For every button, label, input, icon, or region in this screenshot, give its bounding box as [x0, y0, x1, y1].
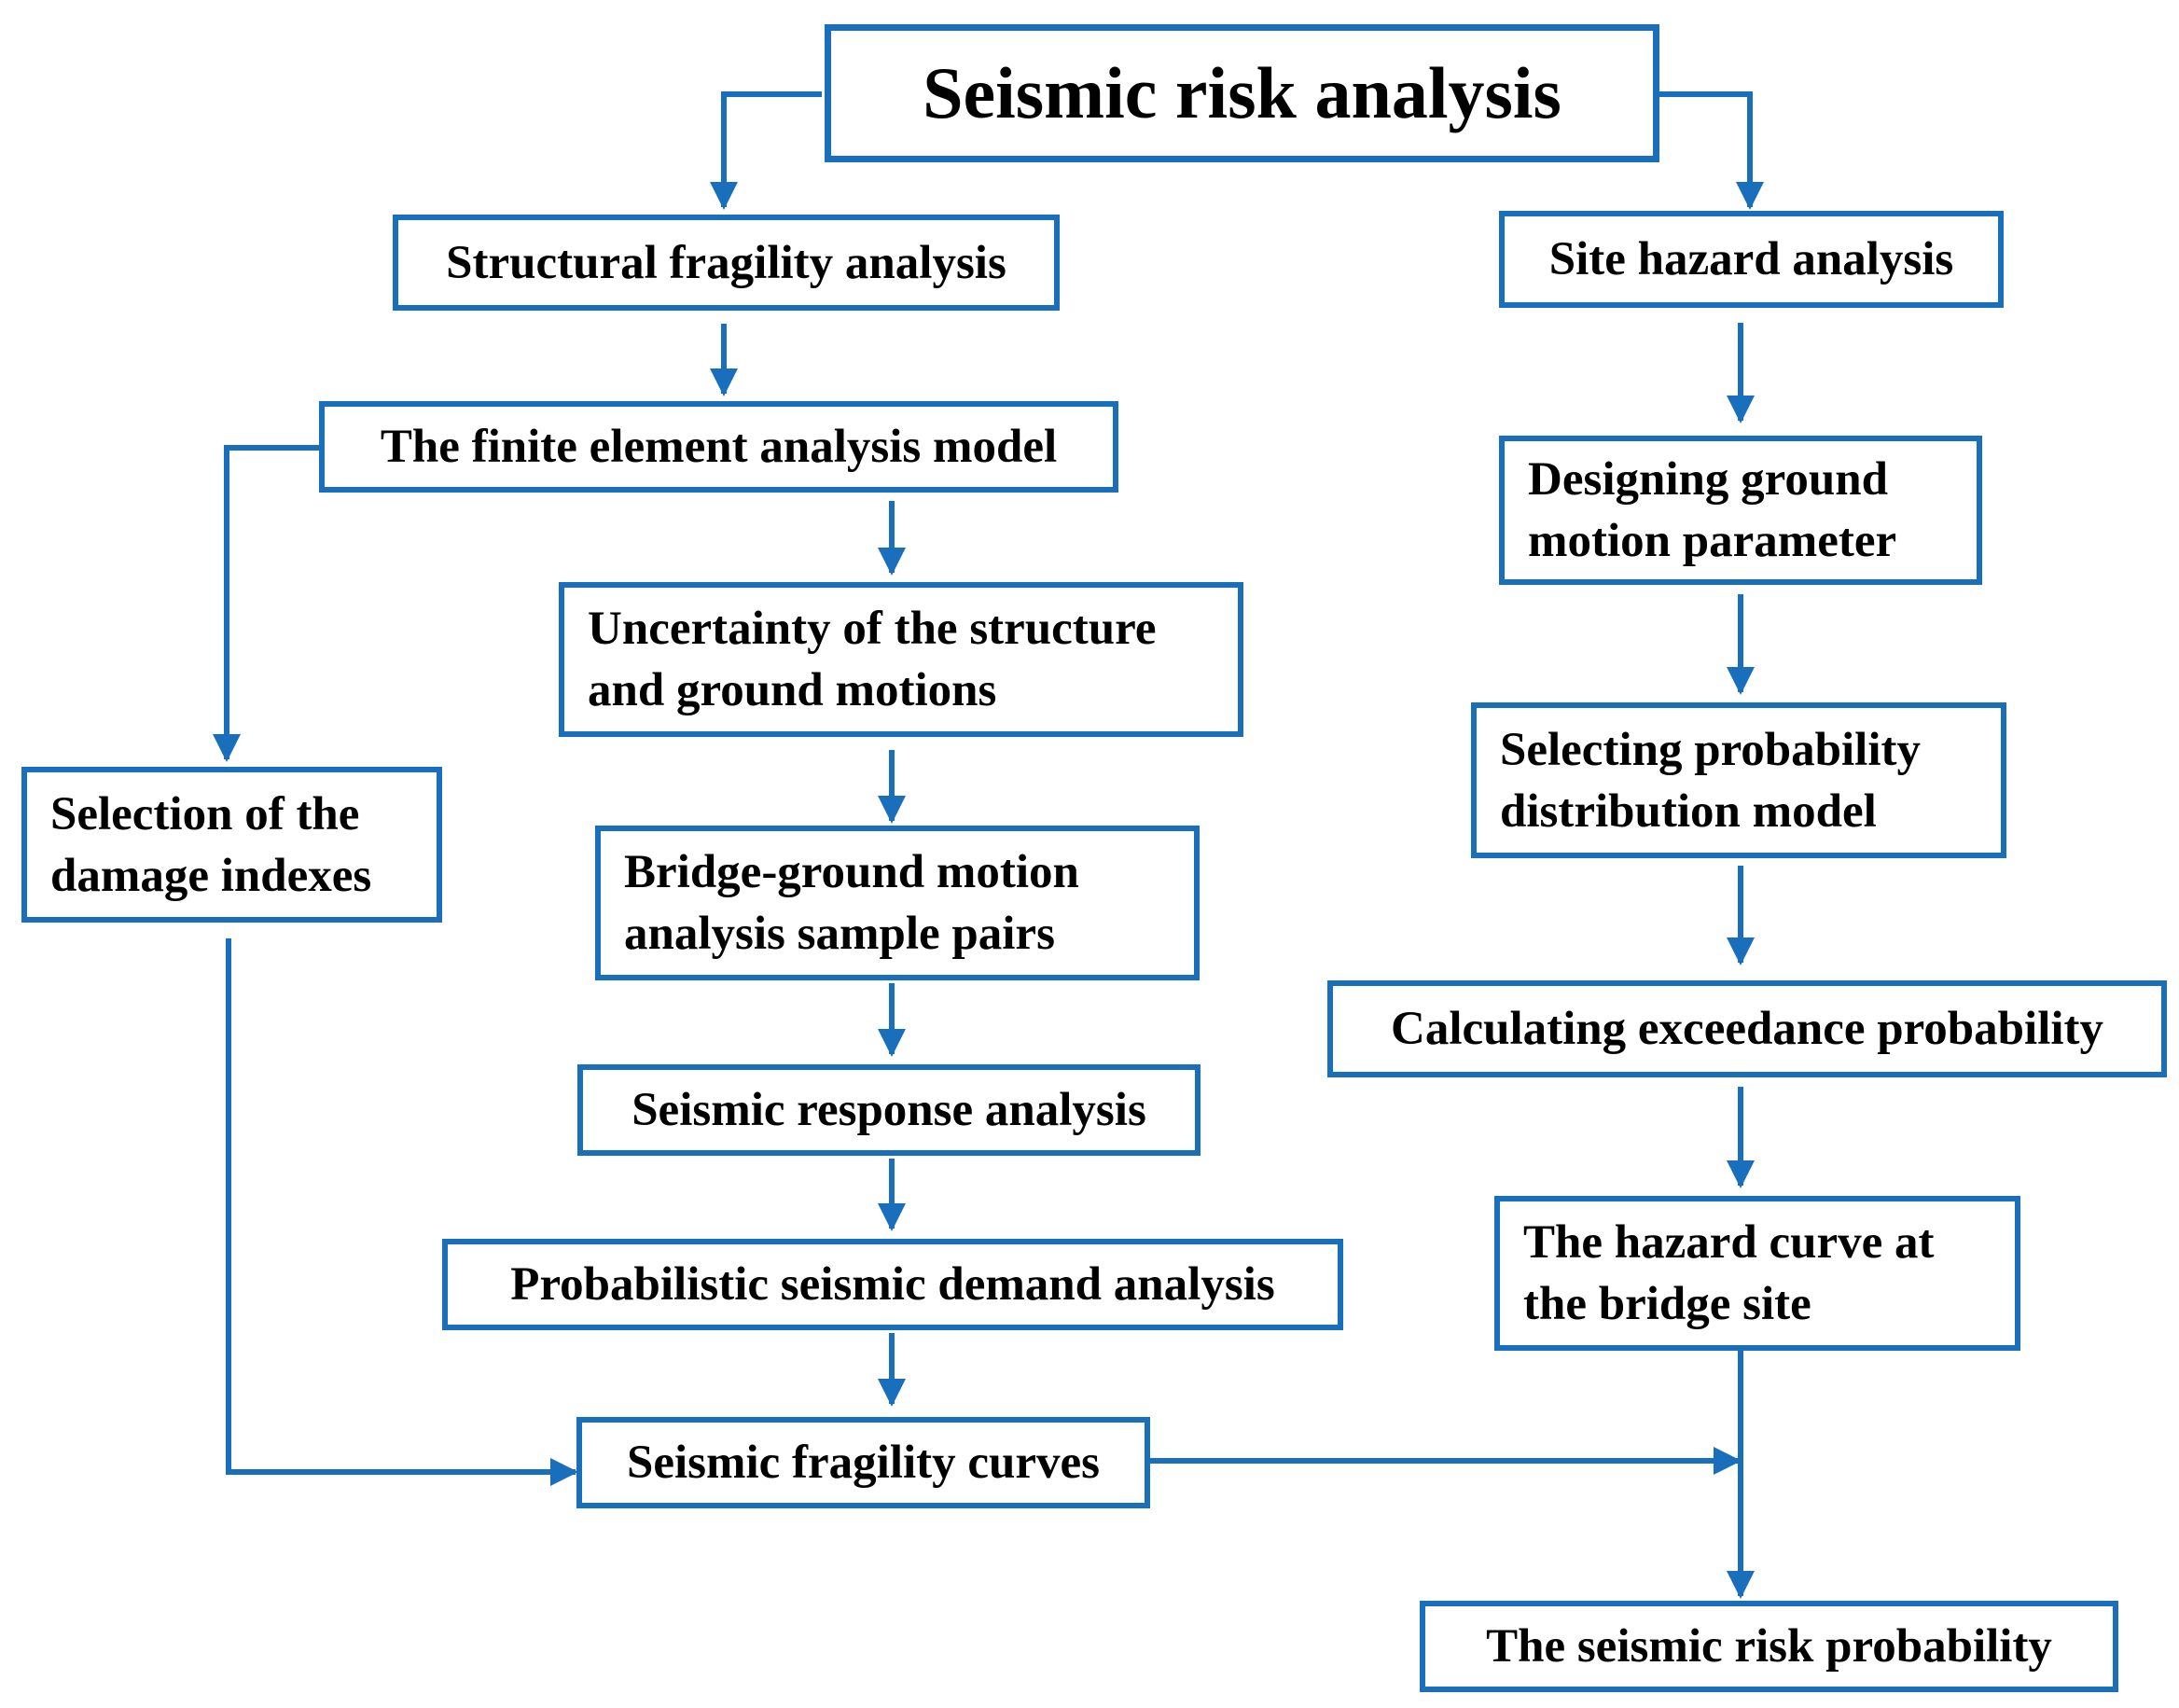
node-damage-indexes: Selection of the damage indexes	[21, 767, 442, 923]
node-seismic-risk-probability: The seismic risk probability	[1420, 1601, 2118, 1692]
node-seismic-fragility-curves: Seismic fragility curves	[576, 1417, 1150, 1508]
node-seismic-response-analysis: Seismic response analysis	[577, 1064, 1201, 1156]
node-structural-fragility-analysis: Structural fragility analysis	[393, 215, 1060, 311]
node-probability-distribution-model: Selecting probability distribution model	[1471, 702, 2006, 858]
arrow-damage-indexes-to-fragility-curves	[226, 938, 578, 1486]
node-finite-element-model: The finite element analysis model	[319, 401, 1118, 493]
arrow-title-to-site-hazard	[1653, 91, 1764, 210]
node-site-hazard-analysis: Site hazard analysis	[1499, 211, 2004, 308]
node-probabilistic-demand-analysis: Probabilistic seismic demand analysis	[442, 1239, 1343, 1330]
node-sample-pairs: Bridge-ground motion analysis sample pai…	[595, 826, 1200, 980]
title-seismic-risk-analysis: Seismic risk analysis	[825, 24, 1659, 162]
arrow-title-to-structural	[710, 91, 822, 210]
node-hazard-curve: The hazard curve at the bridge site	[1494, 1196, 2020, 1351]
node-uncertainty: Uncertainty of the structure and ground …	[559, 582, 1243, 737]
node-exceedance-probability: Calculating exceedance probability	[1327, 980, 2167, 1077]
node-ground-motion-parameter: Designing ground motion parameter	[1499, 436, 1982, 585]
arrow-fem-to-damage-indexes	[213, 445, 323, 762]
